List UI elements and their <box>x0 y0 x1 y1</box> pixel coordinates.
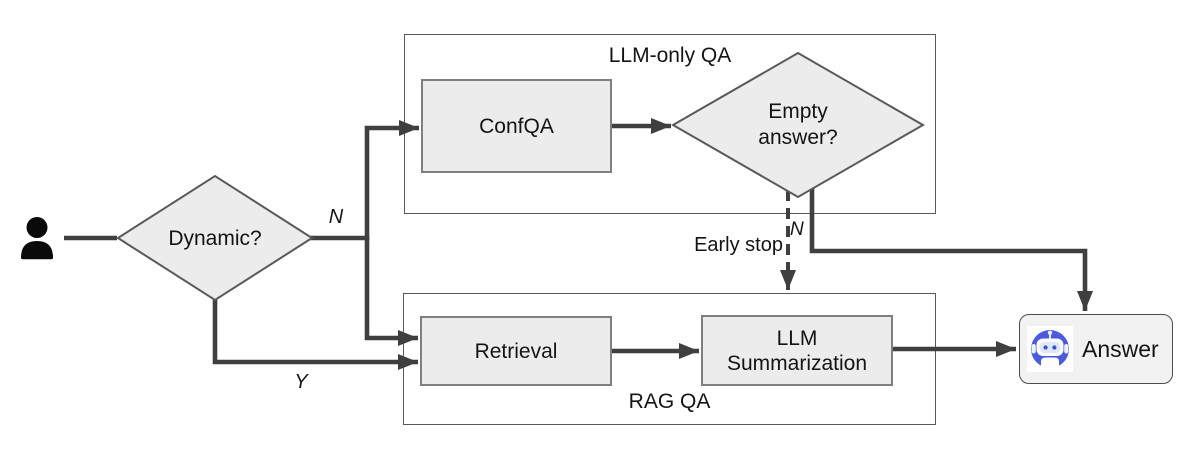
retrieval-node: Retrieval <box>420 316 612 386</box>
llm-only-qa-label: LLM-only QA <box>608 44 732 67</box>
dynamic-yes-label: Y <box>294 371 308 393</box>
chatbot-icon <box>1027 326 1073 372</box>
dynamic-no-label: N <box>328 206 344 228</box>
edge-dynamic-yes-to-retrieval <box>212 297 418 370</box>
answer-node: Answer <box>1019 314 1173 384</box>
empty-answer-label-line1: Empty <box>768 100 828 123</box>
answer-label: Answer <box>1082 335 1159 362</box>
llm-summarization-node: LLM Summarization <box>701 315 893 386</box>
early-stop-label: Early stop <box>694 234 783 256</box>
person-icon <box>21 217 53 260</box>
confqa-node: ConfQA <box>421 79 612 173</box>
retrieval-label: Retrieval <box>474 339 558 363</box>
llm-summarization-label-line1: LLM <box>776 326 818 350</box>
dynamic-decision-label: Dynamic? <box>168 227 262 250</box>
empty-answer-no-label: N <box>790 219 804 240</box>
rag-qa-label: RAG QA <box>628 390 711 413</box>
empty-answer-label-line2: answer? <box>758 126 838 149</box>
confqa-label: ConfQA <box>479 114 554 138</box>
llm-summarization-label-line2: Summarization <box>726 351 868 375</box>
empty-answer-decision-label: Empty answer? <box>723 99 873 151</box>
